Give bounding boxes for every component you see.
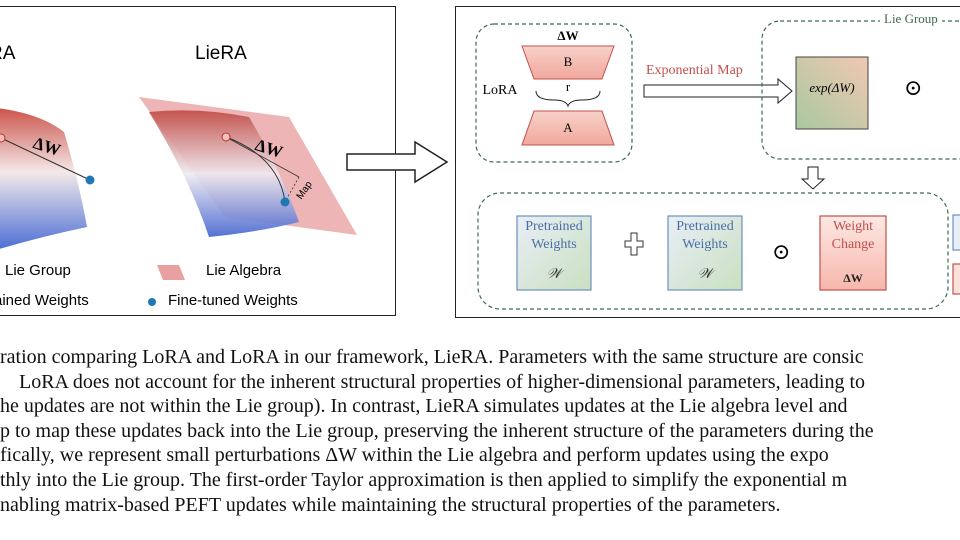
pretrained-2-title: Pretrained Weights (676, 219, 734, 252)
liera-pretrained-dot (221, 132, 231, 142)
right-panel: ΔW B r A LoRA Exponential Map Lie Group … (455, 6, 960, 318)
liera-update-curve (225, 136, 286, 203)
pretrained-2-symbol: 𝒲 (697, 267, 713, 282)
liera-tangent-line (225, 136, 300, 178)
pretrained-box-1 (516, 215, 592, 291)
weight-change-symbol: ΔW (843, 271, 863, 285)
legend-lie-group: Lie Group (5, 262, 71, 279)
caption-line-7: nabling matrix-based PEFT updates while … (0, 493, 781, 516)
exp-box (795, 56, 869, 130)
lora-title: RA (0, 43, 16, 64)
legend-finetuned-weights: Fine-tuned Weights (168, 292, 298, 309)
pretrained-box-2 (667, 215, 743, 291)
lie-group-label: Lie Group (880, 11, 942, 27)
caption-line-3: he updates are not within the Lie group)… (0, 395, 848, 418)
plus-icon (624, 232, 644, 256)
exponential-map-arrow (643, 77, 793, 105)
weight-change-box (819, 215, 887, 291)
rank-brace (535, 90, 601, 108)
lora-b-label: B (563, 54, 573, 69)
liera-lie-group-surface (149, 110, 299, 237)
lora-delta-w: ΔW (557, 28, 579, 43)
lie-algebra-legend-swatch (157, 265, 185, 280)
finetuned-legend-dot (148, 298, 156, 306)
lora-rank-label: r (565, 79, 571, 94)
caption-line-4: p to map these updates back into the Lie… (0, 419, 874, 442)
update-group-box (477, 192, 949, 310)
partial-red-box (952, 263, 960, 295)
lora-lie-group-surface (0, 108, 87, 249)
lora-b-matrix (521, 45, 615, 80)
pretrained-1-symbol: 𝒲 (546, 267, 562, 282)
caption-line-5: fically, we represent small perturbation… (0, 444, 829, 467)
lora-a-label: A (563, 120, 573, 135)
exponential-map-label: Exponential Map (646, 63, 743, 78)
figure-caption: ration comparing LoRA and LoRA in our fr… (0, 345, 960, 517)
weight-change-title: Weight Change (831, 219, 875, 252)
left-panel: RA LieRA ΔW ΔW Map Lie Group Lie Algebra… (0, 6, 396, 316)
lora-pretrained-dot (0, 133, 6, 143)
lora-group-label: LoRA (482, 83, 518, 98)
lie-group-odot-icon: ⊙ (904, 75, 923, 100)
lora-group-box (475, 23, 633, 163)
caption-line-2: LoRA does not account for the inherent s… (19, 370, 866, 393)
right-diagram (475, 20, 960, 310)
lora-update-line (0, 137, 91, 181)
lora-finetuned-dot (85, 175, 95, 185)
liera-title: LieRA (195, 43, 247, 64)
forward-arrow-icon (346, 140, 449, 184)
lie-group-box (761, 20, 960, 160)
left-illustration (0, 97, 357, 306)
bottom-odot-icon: ⊙ (772, 239, 791, 264)
partial-blue-box (952, 214, 960, 251)
exp-delta-w-label: exp(ΔW) (809, 80, 855, 95)
liera-finetuned-dot (280, 197, 290, 207)
map-line (284, 176, 300, 203)
lora-a-matrix (521, 110, 615, 146)
caption-line-6: thly into the Lie group. The first-order… (0, 468, 848, 491)
pretrained-1-title: Pretrained Weights (525, 219, 583, 252)
legend-lie-algebra: Lie Algebra (206, 262, 282, 279)
caption-line-1: ration comparing LoRA and LoRA in our fr… (0, 346, 864, 368)
down-arrow-icon (800, 166, 826, 190)
legend-pretrained-weights: rained Weights (0, 292, 89, 309)
